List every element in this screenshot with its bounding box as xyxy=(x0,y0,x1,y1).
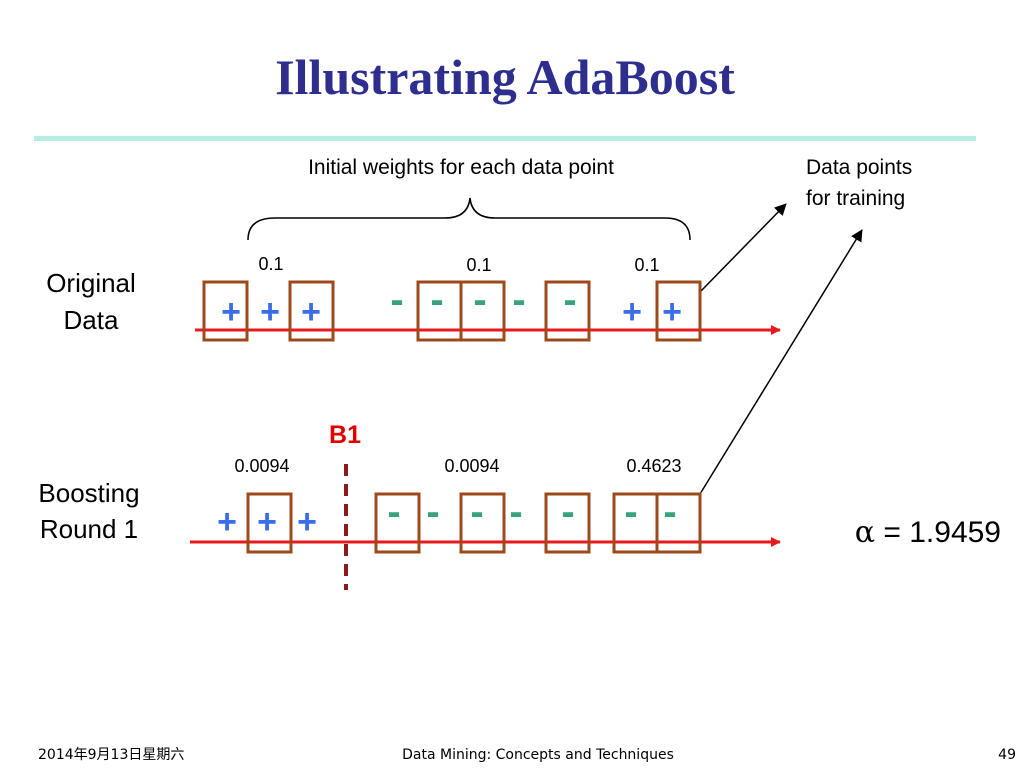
data-points-label-line2: for training xyxy=(806,187,905,210)
alpha-number: = 1.9459 xyxy=(875,516,1001,549)
round1-label-line2: Round 1 xyxy=(40,514,138,544)
original-box-5 xyxy=(544,280,591,342)
round1-sign-7: - xyxy=(509,490,522,534)
brace-label: Initial weights for each data point xyxy=(308,156,614,179)
round1-sign-4: - xyxy=(387,490,400,534)
page-number: 49 xyxy=(998,747,1016,763)
alpha-value: α = 1.9459 xyxy=(855,515,1001,550)
original-sign-3: + xyxy=(301,293,321,331)
pointer-arrow-round1 xyxy=(699,229,863,495)
round1-weight-2: 0.0094 xyxy=(444,456,499,476)
round1-label-line1: Boosting xyxy=(38,478,139,508)
original-label-line1: Original xyxy=(46,268,136,298)
footer-date: 2014年9月13日星期六 xyxy=(38,747,184,763)
original-box-6 xyxy=(655,280,702,342)
round1-box-1 xyxy=(246,492,293,554)
round1-sign-10: - xyxy=(663,490,676,534)
curly-brace xyxy=(247,197,691,241)
original-sign-6: - xyxy=(473,278,486,322)
classifier-b1-label: B1 xyxy=(329,421,361,449)
round1-weight-3: 0.4623 xyxy=(626,456,681,476)
original-sign-1: + xyxy=(221,293,241,331)
round1-sign-1: + xyxy=(217,503,237,541)
original-sign-8: - xyxy=(563,278,576,322)
round1-weight-1: 0.0094 xyxy=(234,456,289,476)
original-sign-2: + xyxy=(260,293,280,331)
round1-sign-3: + xyxy=(297,503,317,541)
original-box-2 xyxy=(288,280,335,342)
original-weight-1: 0.1 xyxy=(258,254,283,274)
original-box-1 xyxy=(202,280,249,342)
original-weight-2: 0.1 xyxy=(466,255,491,275)
original-label-line2: Data xyxy=(64,305,119,335)
round1-sign-2: + xyxy=(257,503,277,541)
round1-box-4 xyxy=(544,492,591,554)
original-sign-4: - xyxy=(390,278,403,322)
original-box-4 xyxy=(459,280,506,342)
pointer-arrow-original xyxy=(700,203,787,292)
round1-box-6 xyxy=(655,492,702,554)
round1-sign-6: - xyxy=(470,490,483,534)
round1-sign-8: - xyxy=(561,490,574,534)
round1-sign-5: - xyxy=(426,490,439,534)
original-sign-5: - xyxy=(430,278,443,322)
original-sign-10: + xyxy=(662,293,682,331)
alpha-symbol: α xyxy=(855,515,875,550)
original-sign-7: - xyxy=(512,278,525,322)
title-underline xyxy=(34,136,976,141)
footer-title: Data Mining: Concepts and Techniques xyxy=(402,747,674,763)
slide-title: Illustrating AdaBoost xyxy=(275,49,735,105)
data-points-label-line1: Data points xyxy=(806,156,912,179)
original-sign-9: + xyxy=(622,293,642,331)
round1-box-2 xyxy=(374,492,421,554)
round1-sign-9: - xyxy=(624,490,637,534)
original-weight-3: 0.1 xyxy=(634,255,659,275)
round1-box-3 xyxy=(459,492,506,554)
